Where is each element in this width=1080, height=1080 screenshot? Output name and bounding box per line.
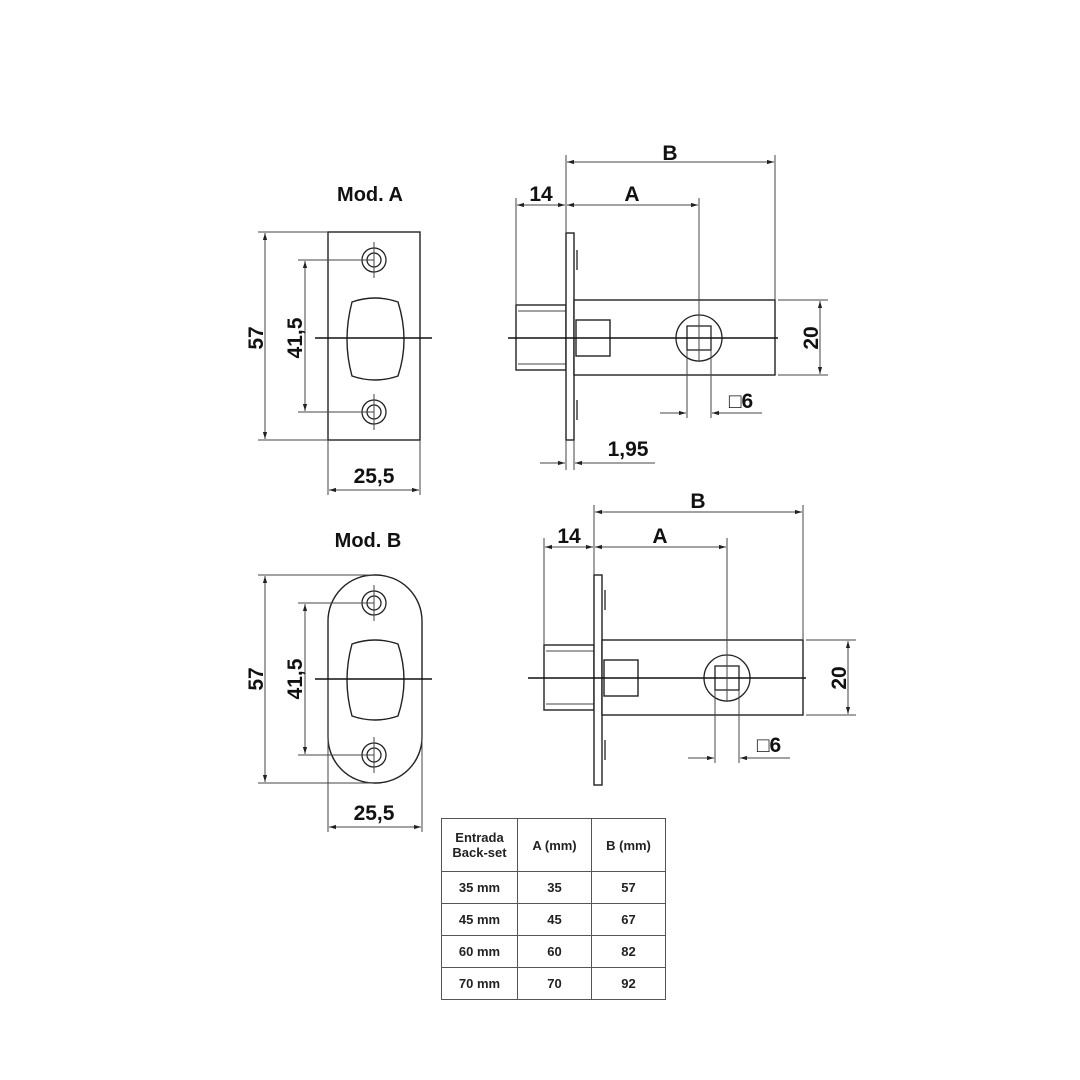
cell: 57 <box>591 871 666 904</box>
b-label: B <box>690 490 705 513</box>
width-dim: 25,5 <box>354 802 395 825</box>
a-label: A <box>624 183 639 206</box>
header-b: B (mm) <box>591 818 666 872</box>
cell: 60 mm <box>441 935 518 968</box>
faceplate-mod-b: Mod. B 57 41,5 25,5 <box>245 530 432 832</box>
side-view-a: B 14 A 20 □6 1,95 <box>508 142 828 470</box>
cell: 70 mm <box>441 967 518 1000</box>
cell: 67 <box>591 903 666 936</box>
header-back-set: Back-set <box>452 845 507 860</box>
body-height-dim: 20 <box>800 326 823 349</box>
cell: 60 <box>517 935 592 968</box>
hole-spacing-dim: 41,5 <box>284 658 307 699</box>
header-a: A (mm) <box>517 818 592 872</box>
bolt-dim: 14 <box>557 525 581 548</box>
cell: 45 <box>517 903 592 936</box>
bolt-dim: 14 <box>529 183 553 206</box>
model-title: Mod. A <box>337 184 403 206</box>
cell: 70 <box>517 967 592 1000</box>
spindle-dim: □6 <box>729 390 753 413</box>
side-view-b: B 14 A 20 □6 <box>528 490 856 786</box>
cell: 82 <box>591 935 666 968</box>
width-dim: 25,5 <box>354 465 395 488</box>
header-entrada: Entrada <box>455 830 504 845</box>
height-dim: 57 <box>245 667 268 690</box>
height-dim: 57 <box>245 326 268 349</box>
faceplate-mod-a: Mod. A 57 41,5 25,5 <box>245 184 432 495</box>
plate-thickness-dim: 1,95 <box>608 438 649 461</box>
a-label: A <box>652 525 667 548</box>
cell: 92 <box>591 967 666 1000</box>
cell: 45 mm <box>441 903 518 936</box>
spindle-dim: □6 <box>757 734 781 757</box>
cell: 35 <box>517 871 592 904</box>
b-label: B <box>662 142 677 165</box>
body-height-dim: 20 <box>828 666 851 689</box>
model-title: Mod. B <box>335 530 402 552</box>
hole-spacing-dim: 41,5 <box>284 317 307 358</box>
cell: 35 mm <box>441 871 518 904</box>
